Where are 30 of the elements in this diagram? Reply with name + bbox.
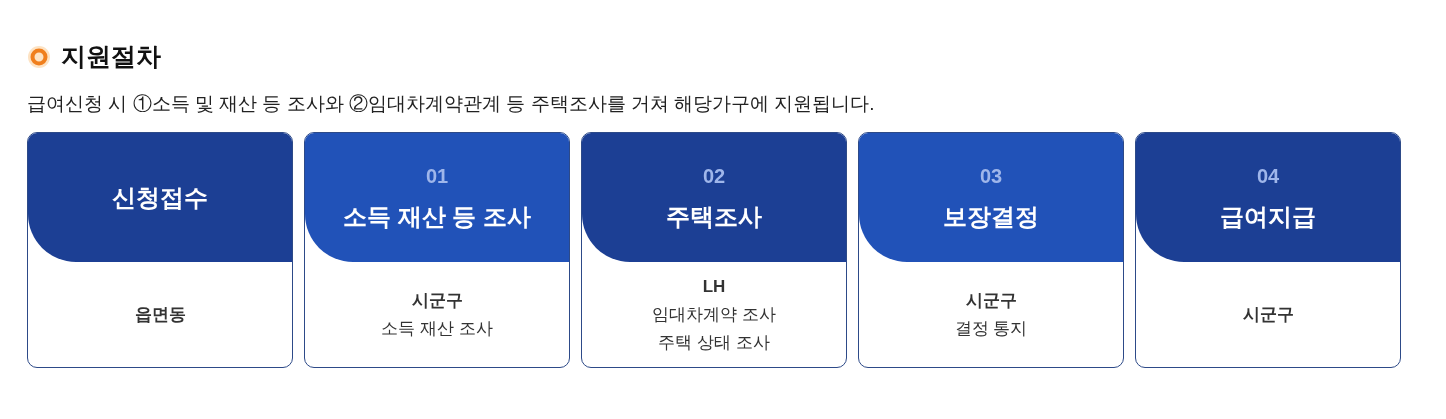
agency-name: LH bbox=[702, 275, 726, 298]
step-card bbox=[1135, 132, 1401, 368]
step-title: 급여지급 bbox=[1220, 201, 1316, 232]
step-header bbox=[1136, 133, 1400, 262]
step-header bbox=[305, 133, 569, 262]
agency-name: 시군구 bbox=[1242, 303, 1294, 326]
task-text: 결정 통지 bbox=[954, 317, 1028, 340]
step-number: 03 bbox=[979, 163, 1003, 189]
step-card bbox=[304, 132, 570, 368]
step-title: 신청접수 bbox=[112, 182, 208, 213]
step-card bbox=[27, 132, 293, 368]
step-number: 04 bbox=[1256, 163, 1280, 189]
step-card bbox=[858, 132, 1124, 368]
step-header bbox=[859, 133, 1123, 262]
step-title: 보장결정 bbox=[943, 201, 1039, 232]
task-text: 임대차계약 조사 bbox=[652, 303, 776, 326]
step-header bbox=[28, 133, 292, 262]
step-number: 02 bbox=[702, 163, 726, 189]
step-card bbox=[581, 132, 847, 368]
step-title: 주택조사 bbox=[666, 201, 762, 232]
agency-name: 시군구 bbox=[965, 289, 1017, 312]
agency-name: 시군구 bbox=[411, 289, 463, 312]
step-header bbox=[582, 133, 846, 262]
step-number: 01 bbox=[425, 163, 449, 189]
task-text: 주택 상태 조사 bbox=[658, 331, 770, 354]
step-title: 소득 재산 등 조사 bbox=[343, 201, 531, 232]
intro-sentence: 급여신청 시 ①소득 및 재산 등 조사와 ②임대차계약관계 등 주택조사를 거쳐 해당가구에 지원됩니다. bbox=[27, 91, 876, 116]
task-text: 소득 재산 조사 bbox=[381, 317, 493, 340]
section-title: 지원절차 bbox=[61, 41, 161, 72]
agency-name: 읍면동 bbox=[134, 303, 186, 326]
